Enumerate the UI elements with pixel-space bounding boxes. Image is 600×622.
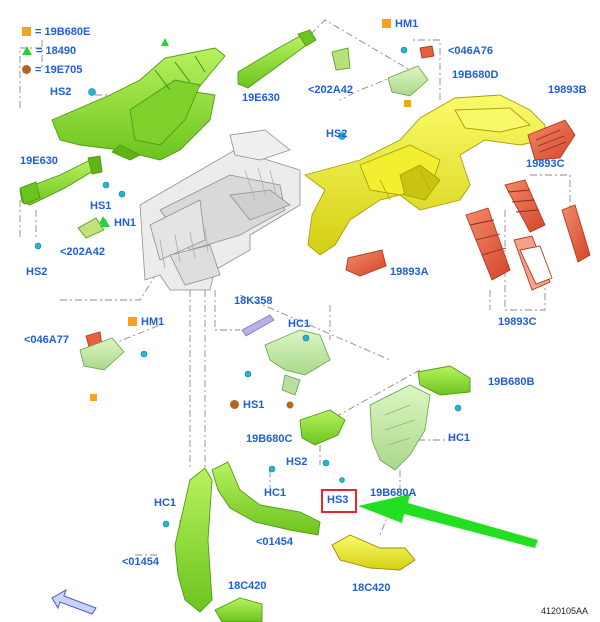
label-hm1-left[interactable]: HM1 (128, 316, 164, 328)
label-19893b[interactable]: 19893B (548, 84, 587, 96)
label-19893c[interactable]: 19893C (498, 316, 537, 328)
label-19b680d[interactable]: 19B680D (452, 69, 499, 81)
label-hs1[interactable]: HS1 (90, 200, 112, 212)
label-19e630[interactable]: 19E630 (242, 92, 280, 104)
document-id: 4120105AA (541, 606, 589, 616)
highlight-box-hs3 (321, 489, 357, 513)
label-hc1[interactable]: HC1 (288, 318, 311, 330)
label-hm1-text: HM1 (141, 316, 165, 328)
legend-item-19e705: = 19E705 (22, 64, 82, 76)
triangle-marker-icon (22, 46, 32, 55)
square-marker-icon (128, 317, 137, 326)
label-hc1[interactable]: HC1 (264, 487, 287, 499)
top-green-duct (51, 47, 226, 161)
label-19b680a[interactable]: 19B680A (370, 487, 417, 499)
label-18c420[interactable]: 18C420 (228, 580, 267, 592)
label-19b680c[interactable]: 19B680C (246, 433, 293, 445)
dot-marker-icon (230, 400, 239, 409)
label-19893c[interactable]: 19893C (526, 158, 565, 170)
label-hn1[interactable]: HN1 (100, 217, 136, 229)
light-green-parts (79, 65, 431, 471)
top-green-pipe (237, 29, 317, 89)
label-hm1-text: HM1 (395, 18, 419, 30)
legend-code: = 18490 (36, 45, 77, 57)
small-green-clips (77, 47, 351, 239)
label-046a77[interactable]: <046A77 (24, 334, 69, 346)
right-green-parts (299, 365, 471, 446)
label-18c420[interactable]: 18C420 (352, 582, 391, 594)
legend-item-18490: = 18490 (22, 45, 76, 57)
label-hn1-text: HN1 (114, 217, 137, 229)
label-hs3[interactable]: HS3 (327, 494, 349, 506)
label-19b680b[interactable]: 19B680B (488, 376, 535, 388)
label-202a42[interactable]: <202A42 (308, 84, 353, 96)
legend-code: = 19B680E (35, 26, 91, 38)
red-vents (85, 45, 591, 351)
hvac-module (139, 129, 301, 291)
label-hs2[interactable]: HS2 (50, 86, 72, 98)
label-hs2[interactable]: HS2 (26, 266, 48, 278)
clip-18k358 (241, 314, 275, 337)
triangle-marker-icon (100, 218, 110, 227)
label-hc1[interactable]: HC1 (448, 432, 471, 444)
label-hc1[interactable]: HC1 (154, 497, 177, 509)
label-046a76[interactable]: <046A76 (448, 45, 493, 57)
label-01454[interactable]: <01454 (122, 556, 160, 568)
square-marker-icon (382, 19, 391, 28)
bottom-green-ducts (174, 461, 321, 622)
legend-item-19b680e: = 19B680E (22, 26, 90, 38)
label-19893a[interactable]: 19893A (390, 266, 429, 278)
yellow-duct (303, 94, 546, 256)
label-01454[interactable]: <01454 (256, 536, 294, 548)
label-hs2[interactable]: HS2 (286, 456, 308, 468)
label-hs2[interactable]: HS2 (326, 128, 348, 140)
label-hs1-text: HS1 (243, 399, 265, 411)
bottom-yellow-duct (331, 534, 416, 571)
left-green-pipe (19, 155, 103, 206)
label-18k358[interactable]: 18K358 (234, 295, 273, 307)
label-hs1[interactable]: HS1 (230, 399, 264, 411)
navigation-arrow-icon (51, 588, 97, 615)
label-19e630[interactable]: 19E630 (20, 155, 58, 167)
label-202a42[interactable]: <202A42 (60, 246, 105, 258)
fasteners (34, 46, 462, 528)
label-hm1-top[interactable]: HM1 (382, 18, 418, 30)
pointer-arrow-icon (358, 494, 538, 548)
dot-marker-icon (22, 65, 31, 74)
square-marker-icon (22, 27, 31, 36)
legend-code: = 19E705 (35, 64, 83, 76)
